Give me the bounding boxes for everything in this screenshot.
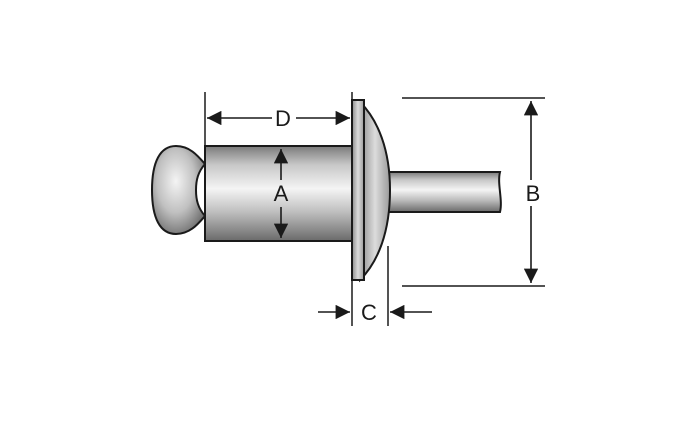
rivet-dome <box>359 99 392 283</box>
extension-lines <box>204 92 545 326</box>
mandrel-head <box>150 144 207 236</box>
dimension-c-label: C <box>361 300 377 325</box>
dimension-d-label: D <box>275 106 291 131</box>
rivet-flange <box>351 99 365 281</box>
dimension-b-label: B <box>526 181 541 206</box>
dimension-a-label: A <box>274 181 289 206</box>
mandrel-stem <box>387 171 502 213</box>
